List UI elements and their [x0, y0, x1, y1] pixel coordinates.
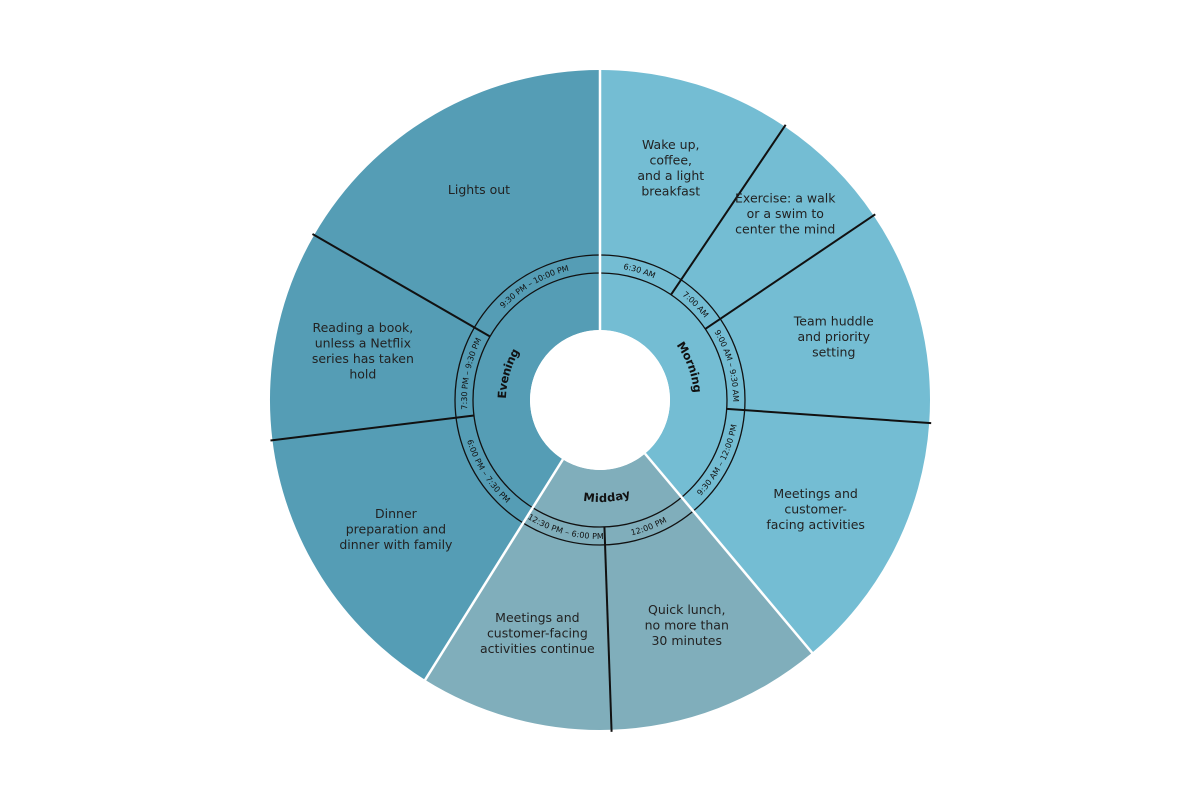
activity-segment-3: [720, 215, 931, 424]
time-band-segment-9: [474, 255, 600, 337]
segment-divider-2: [670, 124, 787, 296]
activity-ring: [269, 70, 931, 731]
center-hole: [530, 330, 670, 470]
period-sector-evening: [473, 273, 600, 508]
activity-segment-9: [314, 70, 600, 328]
time-band-segment-3: [705, 318, 746, 411]
time-band-segment-1: [600, 255, 682, 295]
divider-lines: [270, 68, 932, 732]
segment-divider-4: [726, 407, 932, 425]
time-band-segment-7: [456, 415, 533, 523]
segment-divider-8: [270, 414, 475, 442]
activity-segment-5: [605, 511, 813, 730]
period-sector-morning: [600, 273, 727, 498]
period-separator-7: [423, 458, 564, 683]
time-band-segment-8: [455, 327, 491, 418]
activity-segment-2: [681, 126, 874, 319]
activity-label-9: Lights out: [448, 182, 510, 197]
period-ring: [455, 255, 746, 545]
segment-divider-6: [603, 526, 613, 732]
activity-segment-6: [425, 522, 612, 731]
activity-segment-7: [272, 417, 524, 680]
activity-segment-1: [600, 70, 785, 280]
period-sector-midday: [532, 453, 682, 527]
time-band-segment-5: [604, 497, 694, 545]
time-band-segment-6: [523, 507, 606, 545]
segment-divider-3: [704, 213, 876, 330]
segment-divider-9: [311, 233, 491, 338]
time-band-segment-4: [681, 408, 745, 512]
activity-segment-4: [693, 410, 930, 653]
activity-segment-8: [269, 235, 475, 441]
period-label-midday: Midday: [583, 486, 632, 505]
period-separator-5: [644, 452, 815, 656]
time-band-segment-2: [671, 279, 721, 329]
